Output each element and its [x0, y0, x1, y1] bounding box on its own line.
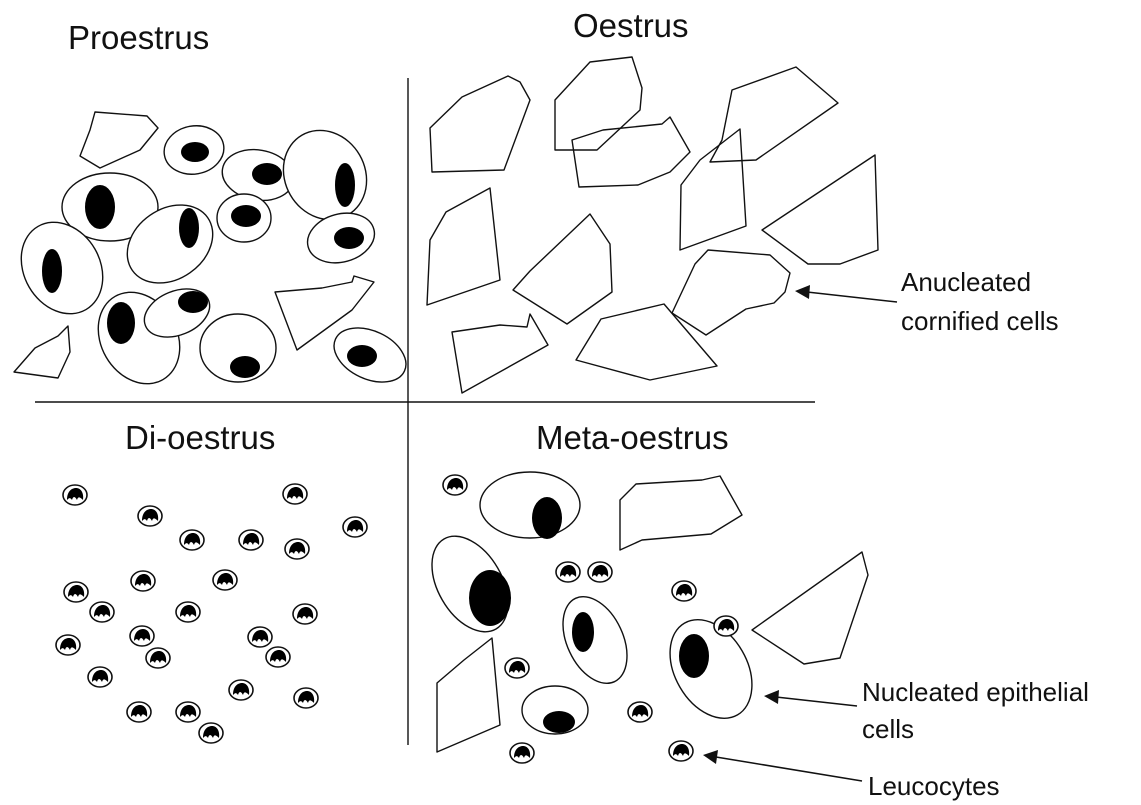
proestrus-cornified-cell [14, 326, 70, 378]
leucocyte [556, 562, 580, 582]
leucocyte [138, 506, 162, 526]
leucocyte [443, 475, 467, 495]
leucocyte [343, 517, 367, 537]
leucocyte [90, 602, 114, 622]
leucocyte [130, 626, 154, 646]
nucleated-label-line1: Nucleated epithelial [862, 678, 1089, 707]
leucocyte [213, 570, 237, 590]
metaoestrus-title: Meta-oestrus [536, 420, 729, 457]
leucocyte [628, 702, 652, 722]
proestrus-nucleated-cell [325, 317, 414, 393]
leucocyte [180, 530, 204, 550]
metaoestrus-cornified-cell [620, 476, 742, 550]
leucocyte [588, 562, 612, 582]
oestrus-cornified-cell [680, 129, 746, 250]
nucleated-label-line2: cells [862, 715, 914, 744]
proestrus-nucleated-cell [267, 115, 382, 235]
anucleated-label-line1: Anucleated [901, 268, 1031, 297]
leucocyte [88, 667, 112, 687]
leucocyte [248, 627, 272, 647]
metaoestrus-nucleated-cell [480, 472, 580, 539]
leucocyte [266, 647, 290, 667]
leucocyte [510, 743, 534, 763]
oestrus-cornified-cell [576, 304, 717, 380]
metaoestrus-cornified-cell [752, 552, 868, 664]
proestrus-title: Proestrus [68, 20, 209, 57]
metaoestrus-nucleated-cell [416, 523, 523, 645]
metaoestrus-nucleated-cell [550, 586, 640, 693]
oestrus-cornified-cell [555, 57, 642, 150]
oestrus-cornified-cell [672, 250, 790, 335]
leucocyte [63, 485, 87, 505]
proestrus-cornified-cell [80, 112, 158, 168]
leucocyte [56, 635, 80, 655]
oestrus-cornified-cell [430, 76, 530, 172]
leucocyte [294, 688, 318, 708]
metaoestrus-cornified-cell [437, 638, 500, 752]
oestrus-cornified-cell [572, 117, 690, 187]
leucocyte [199, 723, 223, 743]
leucocyte [505, 658, 529, 678]
oestrus-cornified-cell [427, 188, 500, 305]
leucocyte [669, 741, 693, 761]
leucocyte [64, 582, 88, 602]
leucocyte [176, 602, 200, 622]
anucleated-label-line2: cornified cells [901, 307, 1059, 336]
arrow-to-anucleated [795, 285, 897, 302]
oestrus-title: Oestrus [573, 8, 689, 45]
leucocyte [131, 571, 155, 591]
leucocyte [127, 702, 151, 722]
leucocyte [293, 604, 317, 624]
oestrus-cornified-cell [452, 314, 548, 393]
metaoestrus-nucleated-cell [653, 605, 768, 733]
arrow-to-leucocytes [703, 750, 862, 781]
oestrus-cornified-cell [513, 214, 612, 324]
proestrus-nucleated-cell [160, 121, 227, 179]
leucocyte [239, 530, 263, 550]
dioestrus-title: Di-oestrus [125, 420, 275, 457]
oestrus-cornified-cell [710, 67, 838, 162]
oestrus-cornified-cell [762, 155, 878, 264]
metaoestrus-nucleated-cell [522, 686, 588, 734]
proestrus-nucleated-cell [217, 194, 271, 242]
arrow-to-nucleated [764, 690, 857, 706]
proestrus-nucleated-cell [200, 314, 276, 382]
leucocytes-label: Leucocytes [868, 772, 1000, 801]
leucocyte [283, 484, 307, 504]
leucocyte [285, 539, 309, 559]
leucocyte-layer [56, 475, 738, 763]
leucocyte [176, 702, 200, 722]
leucocyte [672, 581, 696, 601]
leucocyte [146, 648, 170, 668]
leucocyte [714, 616, 738, 636]
leucocyte [229, 680, 253, 700]
